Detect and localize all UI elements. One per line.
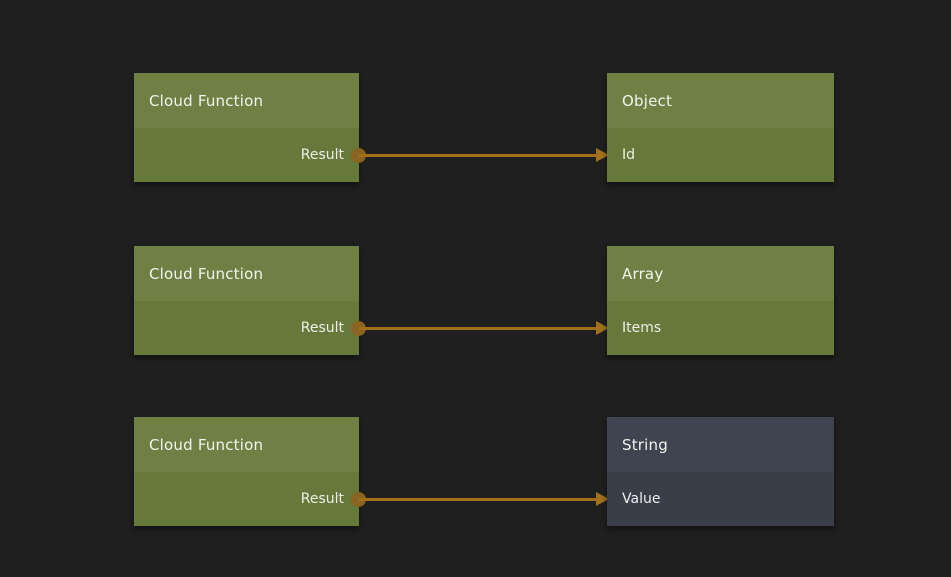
node-cloud-function-2[interactable]: Cloud Function Result	[134, 246, 359, 355]
edge-line	[359, 326, 598, 330]
edge-cloud-function-to-string[interactable]	[351, 491, 609, 507]
edge-cloud-function-to-array[interactable]	[351, 320, 609, 336]
node-array[interactable]: Array Items	[607, 246, 834, 355]
node-header[interactable]: Array	[607, 246, 834, 301]
node-body: Items	[607, 301, 834, 355]
input-port-id[interactable]: Id	[607, 147, 834, 163]
node-title: String	[622, 435, 668, 454]
output-port-dot-icon[interactable]	[351, 491, 366, 507]
arrowhead-icon	[596, 492, 609, 506]
input-port-label: Items	[622, 320, 662, 336]
node-string[interactable]: String Value	[607, 417, 834, 526]
arrowhead-icon	[596, 148, 609, 162]
output-port-label: Result	[300, 320, 344, 336]
node-cloud-function-3[interactable]: Cloud Function Result	[134, 417, 359, 526]
output-port-label: Result	[300, 147, 344, 163]
node-title: Cloud Function	[149, 435, 264, 454]
edge-line	[359, 497, 598, 501]
arrowhead-icon	[596, 321, 609, 335]
node-title: Cloud Function	[149, 91, 264, 110]
node-title: Object	[622, 91, 673, 110]
input-port-label: Value	[622, 491, 661, 507]
node-header[interactable]: Cloud Function	[134, 73, 359, 128]
node-body: Id	[607, 128, 834, 182]
output-port-label: Result	[300, 491, 344, 507]
output-port-dot-icon[interactable]	[351, 147, 366, 163]
edge-line	[359, 153, 598, 157]
edge-cloud-function-to-object[interactable]	[351, 147, 609, 163]
node-body: Result	[134, 301, 359, 355]
input-port-items[interactable]: Items	[607, 320, 834, 336]
output-port-result[interactable]: Result	[134, 491, 359, 507]
output-port-result[interactable]: Result	[134, 320, 359, 336]
node-body: Result	[134, 128, 359, 182]
node-header[interactable]: String	[607, 417, 834, 472]
node-header[interactable]: Cloud Function	[134, 417, 359, 472]
input-port-value[interactable]: Value	[607, 491, 834, 507]
output-port-result[interactable]: Result	[134, 147, 359, 163]
node-cloud-function-1[interactable]: Cloud Function Result	[134, 73, 359, 182]
node-title: Cloud Function	[149, 264, 264, 283]
node-body: Value	[607, 472, 834, 526]
node-object[interactable]: Object Id	[607, 73, 834, 182]
node-header[interactable]: Cloud Function	[134, 246, 359, 301]
node-header[interactable]: Object	[607, 73, 834, 128]
output-port-dot-icon[interactable]	[351, 320, 366, 336]
input-port-label: Id	[622, 147, 636, 163]
node-title: Array	[622, 264, 664, 283]
node-body: Result	[134, 472, 359, 526]
